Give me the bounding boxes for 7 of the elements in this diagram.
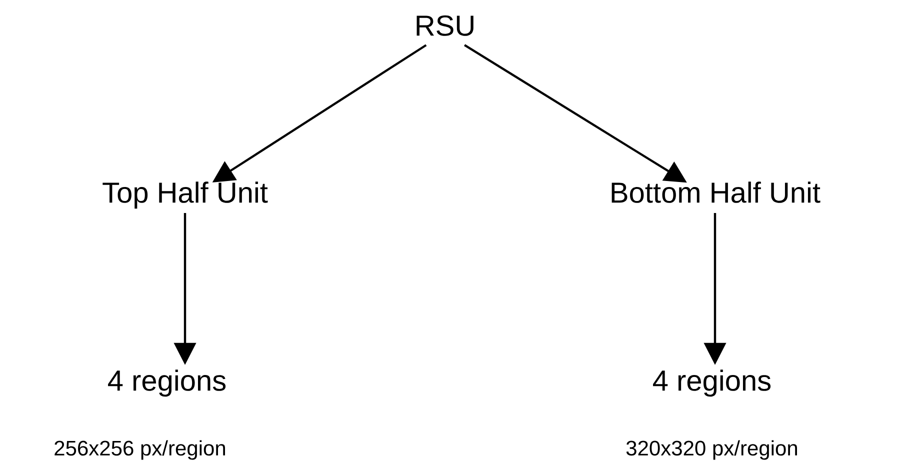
node-label: 256x256 px/region — [54, 440, 225, 460]
node-label: 320x320 px/region — [626, 440, 797, 460]
node-label: 4 regions — [653, 370, 771, 397]
node-label: RSU — [416, 15, 474, 36]
node-label: Bottom Half Unit — [612, 182, 820, 203]
node-label: Top Half Unit — [102, 182, 268, 209]
node-label: 4 regions — [108, 370, 226, 397]
